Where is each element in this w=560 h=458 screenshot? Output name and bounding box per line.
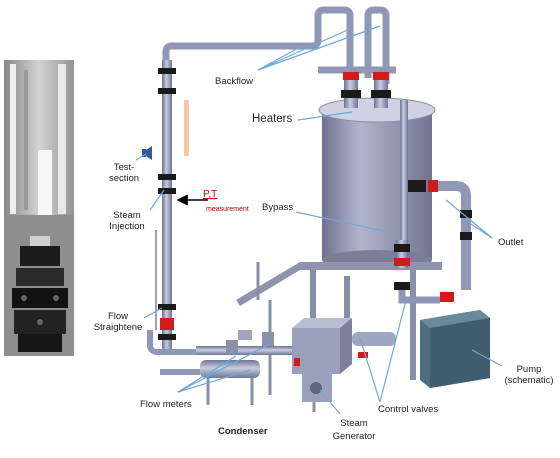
test-section-window: [184, 100, 189, 156]
label-test-section-line2: section: [108, 173, 140, 185]
leader-flow-straightener: [143, 307, 163, 319]
label-pump: Pump (schematic): [498, 364, 560, 387]
leader-flowmeter-3: [177, 343, 271, 393]
speaker-icon: [146, 146, 152, 160]
pump: [420, 310, 490, 388]
label-measurement: measurement: [206, 206, 249, 213]
leader-control-valve-1: [359, 337, 381, 403]
label-outlet: Outlet: [498, 237, 524, 248]
leader-steam-generator: [319, 389, 341, 415]
label-pump-line1: Pump: [516, 364, 542, 375]
label-steam-injection-line1: Steam: [113, 210, 141, 221]
leader-outlet-1: [445, 199, 493, 239]
facility-photo: [4, 60, 74, 356]
leader-control-valve-2: [379, 299, 407, 403]
label-pt: P,T: [203, 189, 218, 200]
backflow-pipes: [162, 6, 396, 84]
label-flow-meters: Flow meters: [140, 399, 192, 410]
label-condenser: Condenser: [218, 426, 268, 437]
label-steam-generator-line1: Steam: [340, 418, 368, 429]
label-test-section: Test- section: [104, 162, 144, 185]
leader-flowmeter-1: [177, 355, 237, 393]
leader-flowmeter-2: [177, 369, 251, 393]
lower-piping: [160, 318, 396, 412]
label-test-section-line1: Test-: [113, 162, 135, 173]
heater-tank: [318, 72, 436, 270]
leader-heaters: [297, 111, 353, 121]
leader-outlet-2: [461, 217, 493, 239]
label-backflow: Backflow: [215, 76, 254, 87]
label-heaters: Heaters: [252, 113, 293, 125]
label-pump-line2: (schematic): [504, 375, 554, 387]
leader-bypass: [295, 211, 389, 233]
label-bypass: Bypass: [262, 202, 294, 213]
leader-pump: [471, 349, 503, 367]
label-steam-injection-line2: Injection: [109, 221, 145, 233]
label-steam-generator: Steam Generator: [326, 418, 382, 443]
label-flow-straightener-line2: Straightene: [93, 322, 143, 334]
leader-test-section: [135, 153, 147, 161]
test-section-column: [142, 60, 200, 355]
leader-steam-injection: [149, 189, 165, 211]
outlet-pipe: [408, 180, 472, 290]
label-steam-generator-line2: Generator: [332, 431, 376, 443]
label-flow-straightener: Flow Straightene: [88, 311, 148, 334]
label-flow-straightener-line1: Flow: [107, 311, 129, 322]
leader-lines: [135, 25, 503, 415]
leader-backflow-2: [257, 45, 303, 71]
label-steam-injection: Steam Injection: [102, 210, 152, 233]
leader-backflow-1: [257, 27, 353, 71]
label-control-valves: Control valves: [378, 404, 439, 415]
leader-backflow-3: [257, 25, 381, 71]
